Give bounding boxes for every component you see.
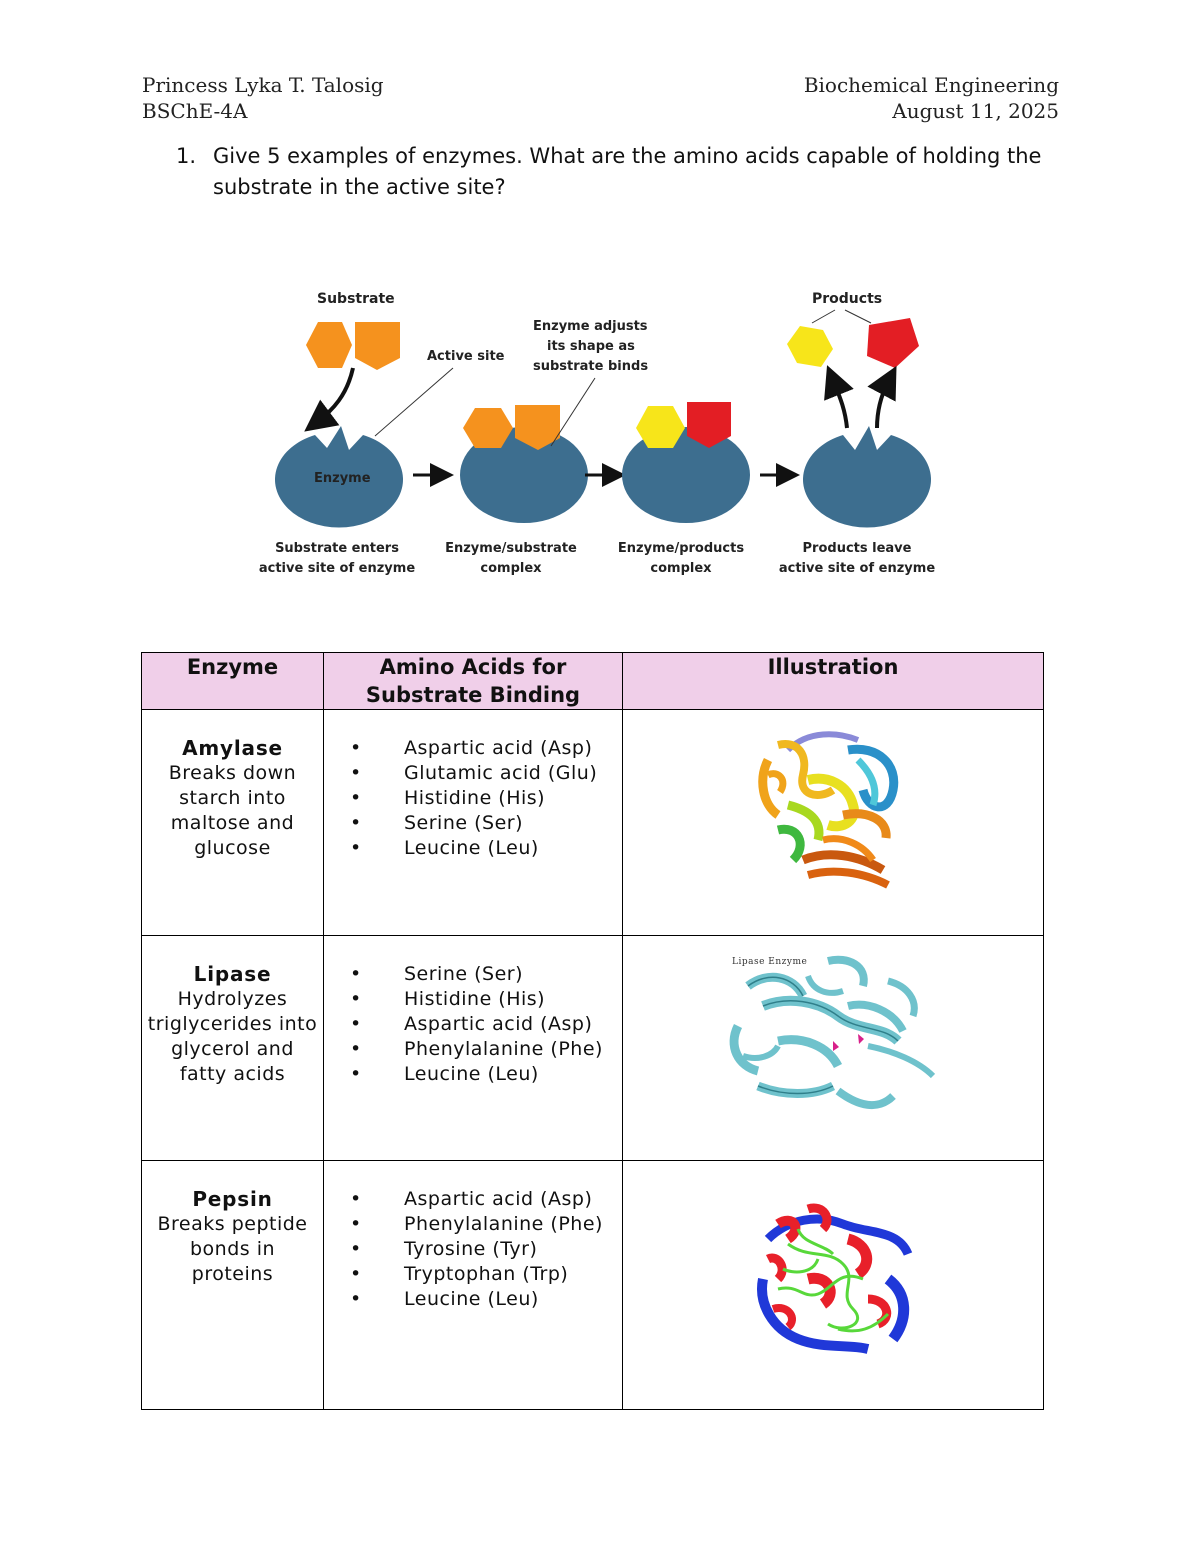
list-item: Leucine (Leu) bbox=[324, 836, 622, 861]
enzyme-name: Lipase bbox=[193, 962, 272, 986]
list-item: Glutamic acid (Glu) bbox=[324, 761, 622, 786]
amino-acid-list: Aspartic acid (Asp) Phenylalanine (Phe) … bbox=[324, 1187, 622, 1312]
list-item: Leucine (Leu) bbox=[324, 1062, 622, 1087]
label-enzyme: Enzyme bbox=[314, 471, 371, 486]
enzyme-description: Breaks peptide bonds in proteins bbox=[157, 1213, 308, 1285]
caption-stage-2-line-2: complex bbox=[480, 561, 542, 576]
enzyme-cell: Amylase Breaks down starch into maltose … bbox=[141, 709, 324, 936]
illustration-cell bbox=[622, 709, 1044, 936]
list-item: Serine (Ser) bbox=[324, 811, 622, 836]
enzyme-name: Pepsin bbox=[192, 1187, 273, 1211]
caption-stage-1-line-1: Substrate enters bbox=[275, 541, 399, 556]
bound-substrate-hexagon bbox=[463, 408, 513, 448]
substrate-hexagon bbox=[306, 322, 352, 368]
caption-stage-2-line-1: Enzyme/substrate bbox=[445, 541, 577, 556]
pointer-enzyme-adjusts bbox=[550, 377, 596, 447]
table-header-row: Enzyme Amino Acids for Substrate Binding… bbox=[141, 652, 1044, 710]
label-products: Products bbox=[812, 291, 882, 307]
illustration-cell bbox=[622, 1160, 1044, 1410]
pepsin-structure-image bbox=[757, 1203, 913, 1354]
released-product-pentagon bbox=[867, 318, 919, 368]
label-enzyme-adjusts-2: its shape as bbox=[547, 339, 635, 354]
product-hexagon-bound bbox=[636, 406, 685, 448]
student-program: BSChE-4A bbox=[142, 99, 248, 123]
lipase-structure-image: Lipase Enzyme bbox=[729, 955, 936, 1110]
header-amino-acids: Amino Acids for Substrate Binding bbox=[323, 652, 623, 710]
bound-substrate-pentagon bbox=[515, 405, 560, 450]
arrow-product-leaves-1 bbox=[824, 365, 854, 429]
amino-acid-cell: Serine (Ser) Histidine (His) Aspartic ac… bbox=[323, 935, 623, 1161]
enzyme-4 bbox=[803, 426, 931, 528]
enzyme-mechanism-diagram: Substrate Active site Enzyme Enzyme adju… bbox=[259, 291, 935, 576]
product-pentagon-bound bbox=[687, 402, 731, 448]
label-active-site: Active site bbox=[427, 349, 505, 364]
substrate-pentagon bbox=[355, 322, 400, 370]
list-item: Aspartic acid (Asp) bbox=[324, 1012, 622, 1037]
student-name: Princess Lyka T. Talosig bbox=[142, 73, 384, 97]
list-item: Tyrosine (Tyr) bbox=[324, 1237, 622, 1262]
pointer-products-2 bbox=[844, 309, 872, 324]
list-item: Phenylalanine (Phe) bbox=[324, 1212, 622, 1237]
header-left: Princess Lyka T. Talosig BSChE-4A bbox=[142, 72, 384, 124]
pointer-products-1 bbox=[811, 309, 836, 324]
header-right: Biochemical Engineering August 11, 2025 bbox=[804, 72, 1059, 124]
document-date: August 11, 2025 bbox=[892, 99, 1059, 123]
question-1: 1. Give 5 examples of enzymes. What are … bbox=[176, 141, 1046, 203]
table-row: Lipase Hydrolyzes triglycerides into gly… bbox=[141, 935, 1044, 1161]
list-item: Serine (Ser) bbox=[324, 962, 622, 987]
arrow-substrate-enters bbox=[304, 367, 355, 432]
enzyme-cell: Lipase Hydrolyzes triglycerides into gly… bbox=[141, 935, 324, 1161]
enzyme-table: Enzyme Amino Acids for Substrate Binding… bbox=[141, 652, 1044, 1410]
enzyme-3 bbox=[622, 427, 750, 523]
amino-acid-cell: Aspartic acid (Asp) Glutamic acid (Glu) … bbox=[323, 709, 623, 936]
table-row: Pepsin Breaks peptide bonds in proteins … bbox=[141, 1160, 1044, 1410]
caption-stage-3-line-2: complex bbox=[650, 561, 712, 576]
label-enzyme-adjusts-3: substrate binds bbox=[533, 359, 648, 374]
caption-stage-4-line-2: active site of enzyme bbox=[779, 561, 935, 576]
enzyme-cell: Pepsin Breaks peptide bonds in proteins bbox=[141, 1160, 324, 1410]
list-item: Leucine (Leu) bbox=[324, 1287, 622, 1312]
subject-name: Biochemical Engineering bbox=[803, 73, 1059, 97]
question-number: 1. bbox=[176, 144, 197, 168]
list-item: Phenylalanine (Phe) bbox=[324, 1037, 622, 1062]
list-item: Tryptophan (Trp) bbox=[324, 1262, 622, 1287]
amylase-structure-image bbox=[758, 731, 899, 889]
header-illustration: Illustration bbox=[622, 652, 1044, 710]
pointer-active-site bbox=[374, 367, 454, 437]
illustration-cell: Lipase Enzyme bbox=[622, 935, 1044, 1161]
amino-acid-list: Serine (Ser) Histidine (His) Aspartic ac… bbox=[324, 962, 622, 1087]
label-substrate: Substrate bbox=[317, 291, 395, 307]
header-enzyme: Enzyme bbox=[141, 652, 324, 710]
table-row: Amylase Breaks down starch into maltose … bbox=[141, 709, 1044, 936]
list-item: Aspartic acid (Asp) bbox=[324, 1187, 622, 1212]
enzyme-1 bbox=[275, 426, 403, 528]
list-item: Aspartic acid (Asp) bbox=[324, 736, 622, 761]
enzyme-name: Amylase bbox=[182, 736, 283, 760]
enzyme-description: Breaks down starch into maltose and gluc… bbox=[168, 762, 297, 859]
lipase-image-caption: Lipase Enzyme bbox=[732, 957, 807, 967]
question-text: Give 5 examples of enzymes. What are the… bbox=[213, 144, 1042, 199]
enzyme-description: Hydrolyzes triglycerides into glycerol a… bbox=[147, 988, 318, 1085]
enzyme-2 bbox=[460, 427, 588, 523]
caption-stage-3-line-1: Enzyme/products bbox=[618, 541, 744, 556]
amino-acid-cell: Aspartic acid (Asp) Phenylalanine (Phe) … bbox=[323, 1160, 623, 1410]
list-item: Histidine (His) bbox=[324, 786, 622, 811]
released-product-hexagon bbox=[787, 326, 833, 367]
list-item: Histidine (His) bbox=[324, 987, 622, 1012]
label-enzyme-adjusts-1: Enzyme adjusts bbox=[533, 319, 648, 334]
caption-stage-1-line-2: active site of enzyme bbox=[259, 561, 415, 576]
amino-acid-list: Aspartic acid (Asp) Glutamic acid (Glu) … bbox=[324, 736, 622, 861]
caption-stage-4-line-1: Products leave bbox=[803, 541, 912, 556]
arrow-product-leaves-2 bbox=[867, 365, 897, 429]
